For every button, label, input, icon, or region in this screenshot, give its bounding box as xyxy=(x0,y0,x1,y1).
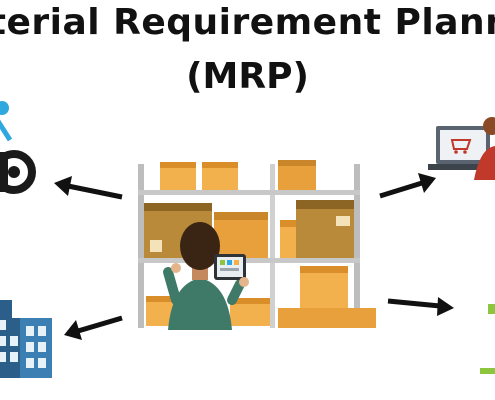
factory-building-icon xyxy=(0,300,52,378)
arrow-to-factory xyxy=(64,315,123,340)
page-title: terial Requirement Plann xyxy=(0,2,495,43)
worker-icon xyxy=(163,222,245,330)
growth-chart-icon xyxy=(480,304,495,374)
arrow-to-chart xyxy=(387,297,454,316)
arrow-to-shop xyxy=(379,173,436,199)
arrow-to-truck xyxy=(54,176,123,200)
page-subtitle: (MRP) xyxy=(186,56,309,97)
warehouse-shelf-icon xyxy=(138,160,376,328)
online-shopping-icon xyxy=(428,117,495,180)
delivery-truck-icon xyxy=(0,101,36,194)
tablet-icon xyxy=(214,254,249,287)
